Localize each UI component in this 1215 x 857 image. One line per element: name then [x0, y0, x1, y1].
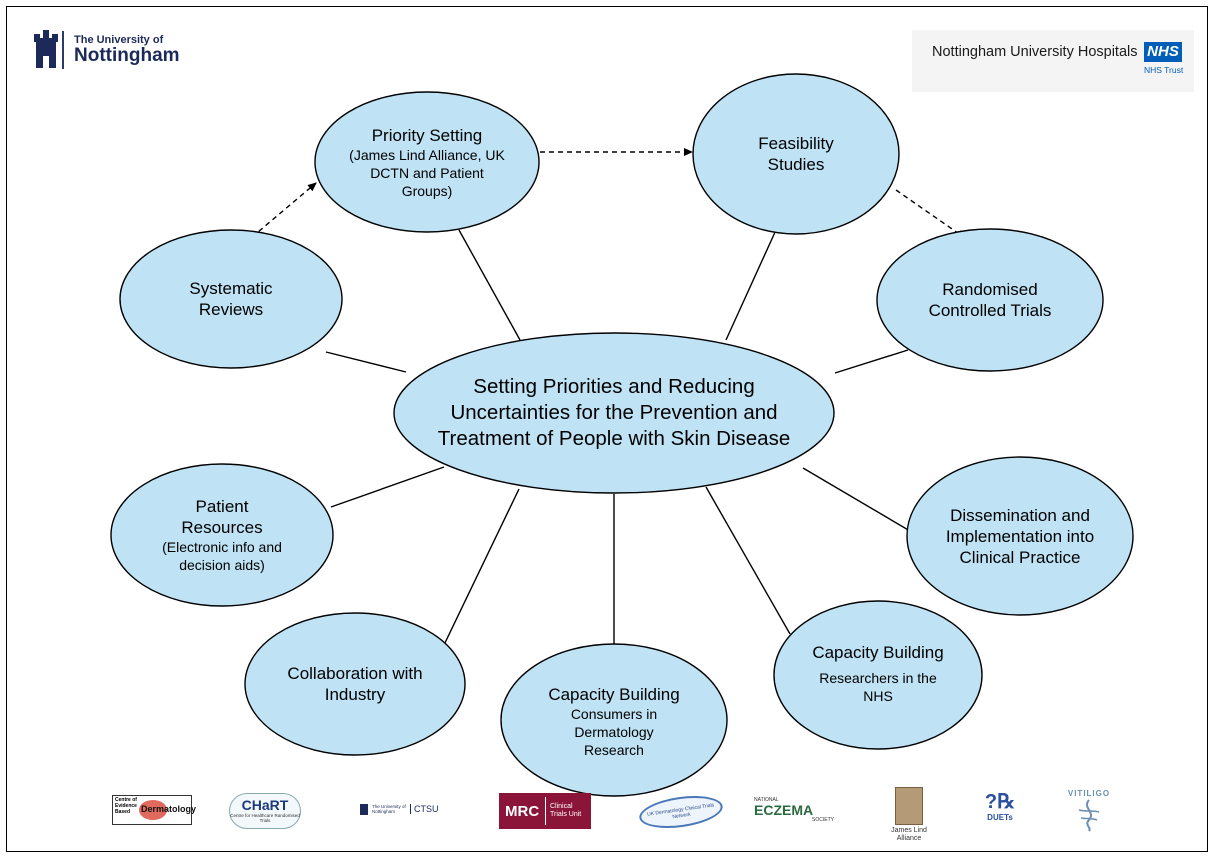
cap-consumers-title: Capacity Building — [548, 684, 680, 704]
cap-researchers-subtitle: Researchers in the NHS — [819, 669, 937, 704]
nuh-logo: Nottingham University Hospitals NHS NHS … — [912, 30, 1194, 92]
vitiligo-figure-icon — [1078, 799, 1100, 832]
ukdctn-logo: UK Dermatology Clinical Trials Network — [637, 791, 725, 833]
cap-researchers-label: Capacity Building Researchers in the NHS — [788, 638, 968, 708]
node-center — [393, 332, 835, 494]
nhs-badge: NHS — [1144, 42, 1182, 62]
priority-title: Priority Setting — [371, 125, 483, 145]
node-patient-resources — [110, 463, 334, 607]
rct-text: Randomised Controlled Trials — [928, 280, 1052, 320]
collaboration-text: Collaboration with Industry — [287, 664, 423, 704]
node-dissemination — [906, 456, 1134, 616]
node-feasibility — [692, 73, 900, 235]
chart-logo: CHaRT Centre for Healthcare Randomised T… — [229, 793, 301, 829]
cap-consumers-label: Capacity Building Consumers in Dermatolo… — [524, 676, 704, 766]
collaboration-label: Collaboration with Industry — [260, 656, 450, 712]
cap-consumers-subtitle: Consumers in Dermatology Research — [570, 705, 658, 758]
patient-subtitle: (Electronic info and decision aids) — [162, 539, 282, 573]
feasibility-text: Feasibility Studies — [758, 134, 834, 174]
arrow-systematic-to-priority — [244, 182, 317, 244]
arrow-feasibility-to-rct — [895, 189, 966, 239]
connector-priority — [458, 229, 521, 341]
portrait-icon — [895, 787, 923, 825]
uon-line1: The University of — [74, 34, 164, 46]
connector-systematic — [325, 351, 407, 373]
center-text: Setting Priorities and Reducing Uncertai… — [437, 375, 791, 450]
center-label: Setting Priorities and Reducing Uncertai… — [414, 358, 814, 468]
vitiligo-society-logo: VITILIGO — [1064, 789, 1114, 837]
node-priority-setting — [314, 91, 540, 233]
patient-label: Patient Resources (Electronic info and d… — [132, 485, 312, 585]
rct-label: Randomised Controlled Trials — [910, 270, 1070, 330]
connector-feasibility — [725, 229, 777, 341]
dissemination-label: Dissemination and Implementation into Cl… — [922, 496, 1118, 576]
duets-logo: ?℞ DUETs — [984, 791, 1016, 822]
connector-cap-researchers — [705, 486, 791, 635]
patient-title: Patient Resources — [181, 497, 263, 537]
cap-researchers-title: Capacity Building — [812, 642, 944, 662]
connector-collaboration — [442, 488, 520, 648]
mrc-ctu-logo: MRC Clinical Trials Unit — [499, 793, 591, 829]
ctsu-logo: The University of Nottingham CTSU — [360, 801, 460, 817]
connector-dissemination — [802, 467, 911, 532]
uon-line2: Nottingham — [74, 45, 180, 66]
priority-subtitle: (James Lind Alliance, UK DCTN and Patien… — [349, 146, 505, 199]
jla-logo: James Lind Alliance — [881, 787, 937, 849]
nhs-trust-label: NHS Trust — [1144, 65, 1184, 75]
connector-rct — [834, 349, 909, 374]
priority-setting-label: Priority Setting (James Lind Alliance, U… — [335, 112, 519, 212]
systematic-label: Systematic Reviews — [156, 269, 306, 329]
castle-icon — [34, 30, 58, 68]
node-collaboration — [244, 612, 466, 756]
node-systematic-reviews — [119, 229, 343, 369]
eczema-society-logo: NATIONAL ECZEMA SOCIETY — [754, 797, 834, 823]
university-of-nottingham-logo: The University of Nottingham — [34, 30, 180, 70]
connector-patient — [330, 466, 445, 508]
feasibility-label: Feasibility Studies — [726, 124, 866, 184]
node-rct — [876, 228, 1104, 372]
nuh-name: Nottingham University Hospitals — [932, 44, 1138, 60]
dissemination-text: Dissemination and Implementation into Cl… — [945, 505, 1095, 567]
node-cap-researchers — [773, 600, 983, 750]
systematic-text: Systematic Reviews — [189, 279, 273, 319]
node-cap-consumers — [500, 643, 728, 797]
